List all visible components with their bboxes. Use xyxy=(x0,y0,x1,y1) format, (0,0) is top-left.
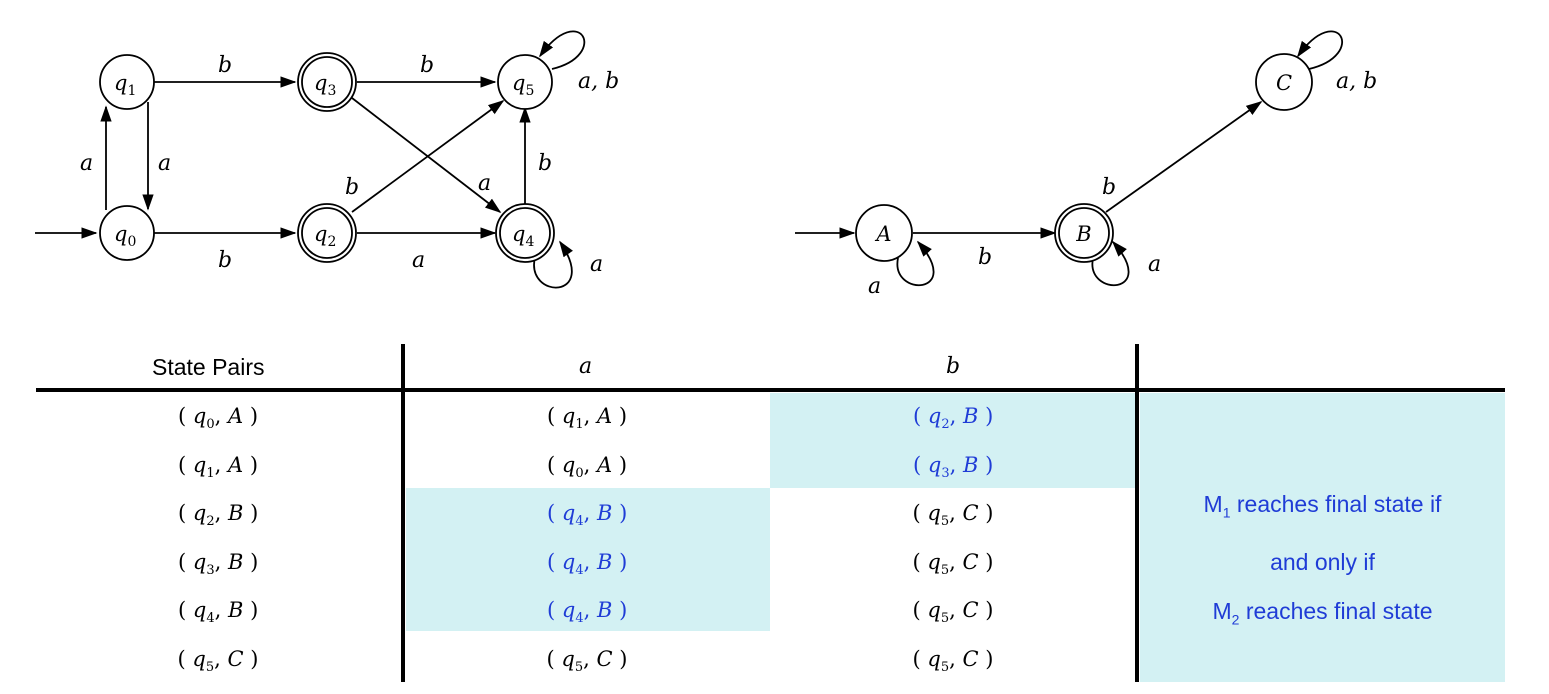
divider-left xyxy=(401,344,405,682)
label-A-B: b xyxy=(978,245,992,270)
state-q1-label: q1 xyxy=(114,71,136,99)
note-line-2: and only if xyxy=(1270,548,1375,575)
state-q1: q1 xyxy=(99,54,155,110)
state-q5: q5 xyxy=(497,54,553,110)
state-q4-label: q4 xyxy=(512,222,534,250)
state-q4: q4 xyxy=(495,203,555,263)
label-q3-q5: b xyxy=(420,53,434,78)
label-loop-C: a, b xyxy=(1336,69,1377,94)
state-q5-label: q5 xyxy=(512,71,534,99)
label-q1-q0: a xyxy=(158,151,171,176)
label-loop-q4: a xyxy=(590,252,603,277)
equivalence-note: M1 reaches final state if and only if M2… xyxy=(1140,480,1505,644)
header-a: a xyxy=(579,354,593,379)
state-q2: q2 xyxy=(297,203,357,263)
table-cell-a: ( q4, B ) xyxy=(547,501,628,530)
loop-q4 xyxy=(533,240,573,289)
state-A-label: A xyxy=(874,222,891,246)
table-cell-a: ( q1, A ) xyxy=(547,404,628,433)
note-line-3: M2 reaches final state xyxy=(1212,597,1433,628)
state-C: C xyxy=(1255,53,1313,111)
edge-q3-q4 xyxy=(351,97,502,213)
divider-right xyxy=(1135,344,1139,682)
header-state-pairs: State Pairs xyxy=(152,354,265,380)
loop-q5 xyxy=(539,30,586,70)
table-cell-b: ( q5, C ) xyxy=(912,549,994,578)
label-B-C: b xyxy=(1102,175,1116,200)
label-loop-B: a xyxy=(1148,252,1161,277)
highlight-a-col xyxy=(406,488,770,631)
header-b: b xyxy=(946,354,961,379)
state-B-label: B xyxy=(1075,222,1091,246)
table-cell-pair: ( q0, A ) xyxy=(178,404,259,433)
label-loop-A: a xyxy=(868,274,881,299)
edge-B-C xyxy=(1105,101,1263,213)
header-rule xyxy=(36,388,1505,392)
label-q4-q5: b xyxy=(538,151,552,176)
dfa-m1-diagram: q1 q0 q3 q2 q5 q4 a a b b a b a b b a a,… xyxy=(35,30,619,289)
table-cell-pair: ( q3, B ) xyxy=(178,549,259,578)
highlight-note xyxy=(1140,393,1505,682)
table-cell-pair: ( q5, C ) xyxy=(177,646,259,675)
state-q3-label: q3 xyxy=(314,71,336,99)
state-q0: q0 xyxy=(99,205,155,261)
table-cell-pair: ( q4, B ) xyxy=(178,598,259,627)
table-cell-pair: ( q1, A ) xyxy=(178,452,259,481)
label-q0-q2: b xyxy=(218,248,232,273)
label-q0-q1: a xyxy=(80,151,93,176)
table-cell-b: ( q5, C ) xyxy=(912,501,994,530)
table-cell-b: ( q5, C ) xyxy=(912,598,994,627)
state-q3: q3 xyxy=(297,52,357,112)
state-q2-label: q2 xyxy=(314,222,336,250)
state-B: B xyxy=(1054,203,1114,263)
table-cell-a: ( q0, A ) xyxy=(547,452,628,481)
state-q0-label: q0 xyxy=(114,222,136,250)
label-q2-q5: b xyxy=(345,175,359,200)
table-cell-b: ( q3, B ) xyxy=(913,452,994,481)
label-loop-q5: a, b xyxy=(578,69,619,94)
label-q2-q4: a xyxy=(412,248,425,273)
state-C-label: C xyxy=(1276,71,1292,95)
table-cell-b: ( q2, B ) xyxy=(913,404,994,433)
loop-C xyxy=(1297,30,1343,70)
table-cell-b: ( q5, C ) xyxy=(912,646,994,675)
state-A: A xyxy=(855,204,913,262)
label-q3-q4: a xyxy=(478,171,491,196)
table-cell-a: ( q5, C ) xyxy=(546,646,628,675)
loop-A xyxy=(896,240,935,287)
highlight-b-col xyxy=(770,393,1136,488)
edge-q2-q5 xyxy=(351,100,505,213)
note-line-1: M1 reaches final state if xyxy=(1203,491,1442,521)
table-cell-a: ( q4, B ) xyxy=(547,549,628,578)
loop-B xyxy=(1091,240,1130,287)
table-cell-a: ( q4, B ) xyxy=(547,598,628,627)
label-q1-q3: b xyxy=(218,53,232,78)
table-cell-pair: ( q2, B ) xyxy=(178,501,259,530)
